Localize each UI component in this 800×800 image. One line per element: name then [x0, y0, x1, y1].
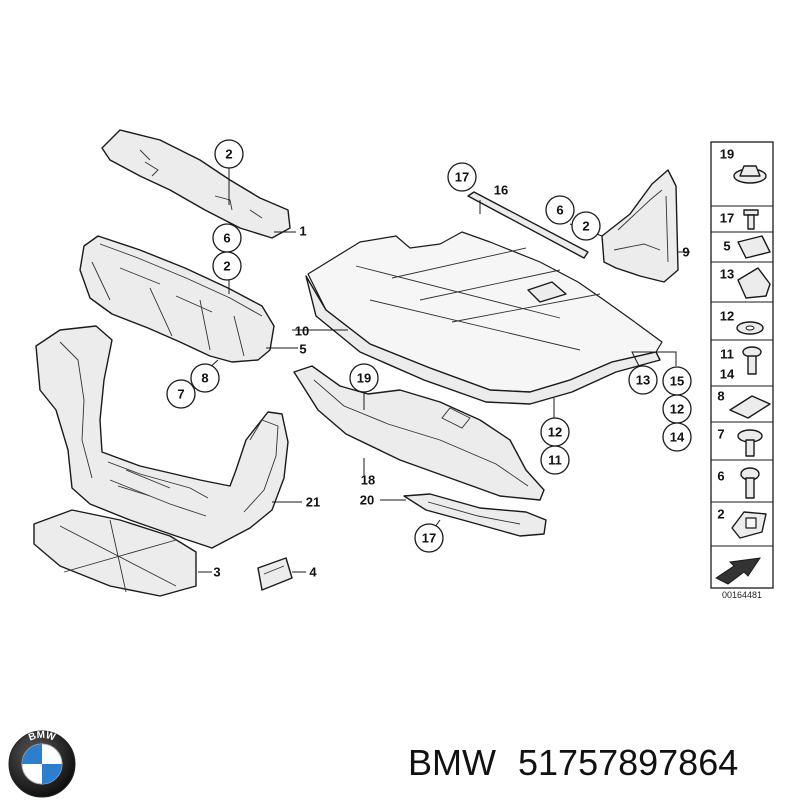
bolt-7-icon: [737, 429, 763, 457]
label-9: 9: [682, 245, 689, 260]
label-5: 5: [299, 342, 306, 357]
clip-13-icon: [737, 267, 771, 299]
svg-text:17: 17: [455, 170, 469, 185]
label-20: 20: [360, 493, 374, 508]
svg-text:7: 7: [177, 387, 184, 402]
svg-text:2: 2: [225, 147, 232, 162]
part-9-side-bracket: [601, 169, 679, 283]
callout-2-right: 2: [571, 211, 601, 241]
panel-label-13: 13: [720, 267, 734, 282]
callout-17-top: 17: [447, 162, 477, 192]
label-16: 16: [494, 183, 508, 198]
callout-6-left: 6: [212, 223, 242, 253]
panel-label-5: 5: [723, 239, 730, 254]
label-21: 21: [306, 495, 320, 510]
direction-arrow-icon: [715, 557, 762, 585]
svg-text:2: 2: [223, 259, 230, 274]
callout-15: 15: [662, 366, 692, 396]
product-title: BMW 51757897864: [408, 738, 792, 788]
callout-2-top: 2: [214, 139, 244, 169]
callout-2-left: 2: [212, 251, 242, 281]
reference-number: 00164481: [722, 590, 762, 600]
svg-text:17: 17: [422, 531, 436, 546]
panel-label-11: 11: [720, 347, 734, 362]
panel-label-8: 8: [717, 389, 724, 404]
fastener-panel: 19 17 5 13 12 11 14 8 7 6: [710, 141, 774, 600]
svg-text:19: 19: [357, 371, 371, 386]
svg-text:6: 6: [223, 231, 230, 246]
panel-label-6: 6: [717, 469, 724, 484]
part-20-side-shield: [403, 493, 547, 537]
svg-text:2: 2: [582, 219, 589, 234]
screw-17-icon: [743, 209, 759, 230]
callout-6-right: 6: [545, 195, 575, 225]
callout-14: 14: [662, 422, 692, 452]
panel-label-19: 19: [720, 147, 734, 162]
label-18: 18: [361, 473, 375, 488]
callout-12-center: 12: [540, 417, 570, 447]
callout-17-bottom: 17: [414, 523, 444, 553]
svg-text:12: 12: [670, 402, 684, 417]
panel-label-17: 17: [720, 211, 734, 226]
callout-19: 19: [349, 363, 379, 393]
bmw-logo-letters: BMW: [27, 730, 57, 744]
callout-12-right: 12: [662, 394, 692, 424]
clip-5-icon: [737, 235, 771, 259]
callout-11: 11: [540, 445, 570, 475]
part-number: 51757897864: [518, 742, 739, 783]
part-21-front-bulkhead: [35, 325, 289, 549]
part-16-rod: [467, 191, 589, 259]
screw-6-icon: [740, 467, 760, 499]
callout-7: 7: [166, 379, 196, 409]
svg-text:11: 11: [548, 453, 562, 468]
part-3-lower-plate: [33, 509, 197, 597]
svg-text:14: 14: [670, 430, 685, 445]
svg-text:12: 12: [548, 425, 562, 440]
panel-label-14: 14: [720, 367, 735, 382]
label-4: 4: [309, 565, 317, 580]
part-1-upper-cover: [101, 129, 291, 239]
panel-label-2: 2: [717, 507, 724, 522]
svg-text:15: 15: [670, 374, 684, 389]
callout-8: 8: [190, 363, 220, 393]
svg-text:6: 6: [556, 203, 563, 218]
label-3: 3: [213, 565, 220, 580]
callout-13: 13: [628, 365, 658, 395]
panel-label-12: 12: [720, 309, 734, 324]
part-10-underbody-shield: [305, 231, 663, 405]
screw-11-icon: [742, 346, 762, 375]
label-10: 10: [295, 324, 309, 339]
panel-label-7: 7: [717, 427, 724, 442]
brand-name: BMW: [408, 742, 496, 783]
label-1: 1: [299, 224, 306, 239]
clip-8-icon: [729, 395, 771, 419]
bmw-logo: BMW: [8, 730, 76, 798]
part-4-bracket: [257, 557, 293, 591]
svg-text:13: 13: [636, 373, 650, 388]
svg-text:8: 8: [201, 371, 208, 386]
part-5-air-duct: [79, 235, 275, 363]
